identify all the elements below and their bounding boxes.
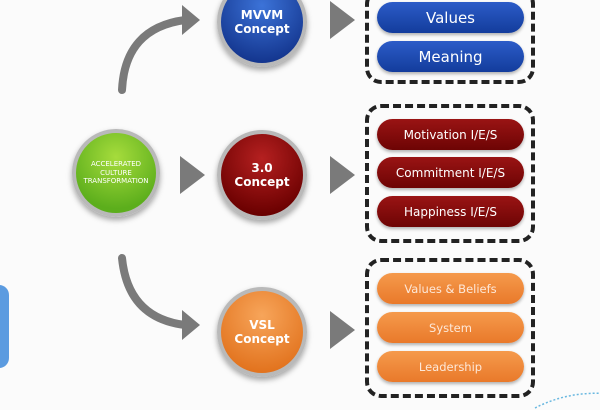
blue-side-shape xyxy=(0,285,9,368)
item-commitment: Commitment I/E/S xyxy=(377,157,524,188)
item-values: Values xyxy=(377,2,524,33)
item-happiness: Happiness I/E/S xyxy=(377,196,524,227)
arrow-right-icon xyxy=(330,156,355,194)
center-line-2: CULTURE xyxy=(100,168,132,177)
item-motivation: Motivation I/E/S xyxy=(377,119,524,150)
vsl-concept-node: VSL Concept xyxy=(217,287,307,377)
mvvm-items-group xyxy=(365,0,535,84)
item-system: System xyxy=(377,312,524,343)
arrow-right-icon xyxy=(330,311,355,349)
concept-subtitle: Concept xyxy=(234,332,290,346)
concept-title: VSL xyxy=(249,317,275,332)
item-leadership: Leadership xyxy=(377,351,524,382)
concept-title: MVVM xyxy=(240,7,284,22)
arrowhead-down xyxy=(182,310,200,340)
arrow-right-icon xyxy=(180,156,205,194)
item-meaning: Meaning xyxy=(377,41,524,72)
arrowhead-up xyxy=(182,5,200,35)
curved-arrow-down xyxy=(118,254,189,329)
arrow-right-icon xyxy=(330,1,355,39)
3-0-items-group xyxy=(365,104,535,243)
concept-subtitle: Concept xyxy=(234,22,290,36)
mvvm-concept-node: MVVM Concept xyxy=(217,0,307,67)
center-line-1: ACCELERATED xyxy=(90,160,142,169)
vsl-items-group xyxy=(365,258,535,398)
center-line-3: TRANSFORMATION xyxy=(83,177,149,186)
concept-title: 3.0 xyxy=(251,160,273,175)
accelerated-culture-transformation-node: ACCELERATED CULTURE TRANSFORMATION xyxy=(72,129,160,217)
curved-arrow-up xyxy=(118,16,189,94)
item-values-beliefs: Values & Beliefs xyxy=(377,273,524,304)
3-0-concept-node: 3.0 Concept xyxy=(217,130,307,220)
concept-subtitle: Concept xyxy=(234,175,290,189)
